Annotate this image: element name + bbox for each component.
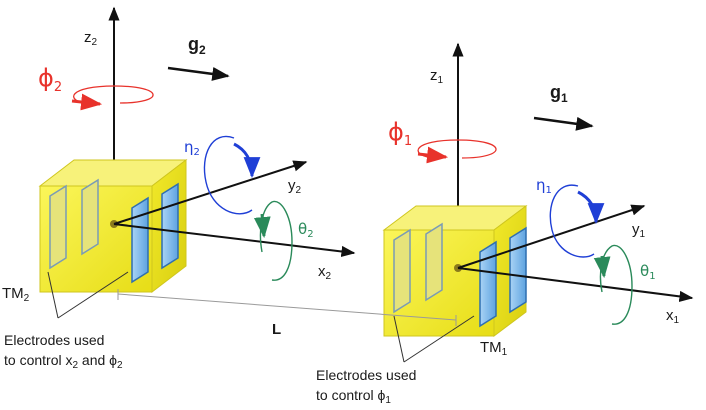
pointer-line	[393, 315, 405, 363]
electrode	[161, 182, 179, 270]
theta1-label: θ1	[640, 262, 656, 282]
phi1-arrowhead	[417, 146, 449, 164]
test-mass-1	[382, 42, 694, 363]
eta1-arrowhead	[577, 190, 605, 225]
right-caption-line1: Electrodes used	[316, 367, 416, 383]
separation-line	[117, 293, 457, 321]
g2-label: g2	[188, 34, 206, 57]
eta2-rotation-arrow	[203, 135, 253, 215]
electrode	[81, 178, 99, 256]
phi1-label: ϕ1	[388, 118, 412, 149]
y1-label: y1	[632, 221, 646, 240]
pointer-line	[403, 315, 475, 363]
left-caption-line1: Electrodes used	[4, 332, 104, 348]
tm1-label: TM1	[480, 339, 508, 358]
x1-axis	[457, 267, 694, 302]
g1-arrow	[533, 116, 594, 131]
test-mass-2	[38, 6, 356, 319]
eta2-label: η2	[184, 138, 200, 158]
theta1-rotation-arrow	[599, 244, 633, 325]
g1-label: g1	[550, 82, 568, 105]
electrode	[479, 240, 497, 328]
electrode	[393, 228, 411, 314]
theta2-label: θ2	[298, 220, 314, 240]
separation-label: L	[272, 321, 281, 338]
x1-label: x1	[666, 307, 680, 326]
theta1-arrowhead	[593, 255, 611, 279]
electrode	[509, 226, 527, 314]
eta1-label: η1	[536, 176, 552, 196]
electrode	[131, 196, 149, 284]
z1-label: z1	[430, 67, 444, 86]
electrode	[49, 184, 67, 270]
tm2-label: TM2	[2, 285, 30, 304]
z2-label: z2	[84, 29, 98, 48]
x2-axis	[113, 223, 356, 258]
y2-label: y2	[288, 177, 302, 196]
theta2-arrowhead	[253, 213, 271, 239]
phi2-arrowhead	[71, 93, 103, 111]
y1-axis	[457, 204, 646, 269]
phi2-rotation-arrow	[73, 85, 154, 106]
pointer-line	[47, 271, 59, 319]
x2-label: x2	[318, 263, 332, 282]
eta1-rotation-arrow	[549, 184, 595, 258]
theta2-rotation-arrow	[259, 200, 293, 281]
phi1-rotation-arrow	[417, 139, 497, 159]
left-caption-line2: to control x2 and ϕ2	[4, 352, 123, 371]
right-caption-line2: to control ϕ1	[316, 387, 391, 406]
eta2-arrowhead	[233, 142, 261, 179]
electrode	[425, 222, 443, 302]
phi2-label: ϕ2	[38, 64, 62, 95]
g2-arrow	[167, 66, 230, 81]
pointer-line	[57, 271, 129, 319]
